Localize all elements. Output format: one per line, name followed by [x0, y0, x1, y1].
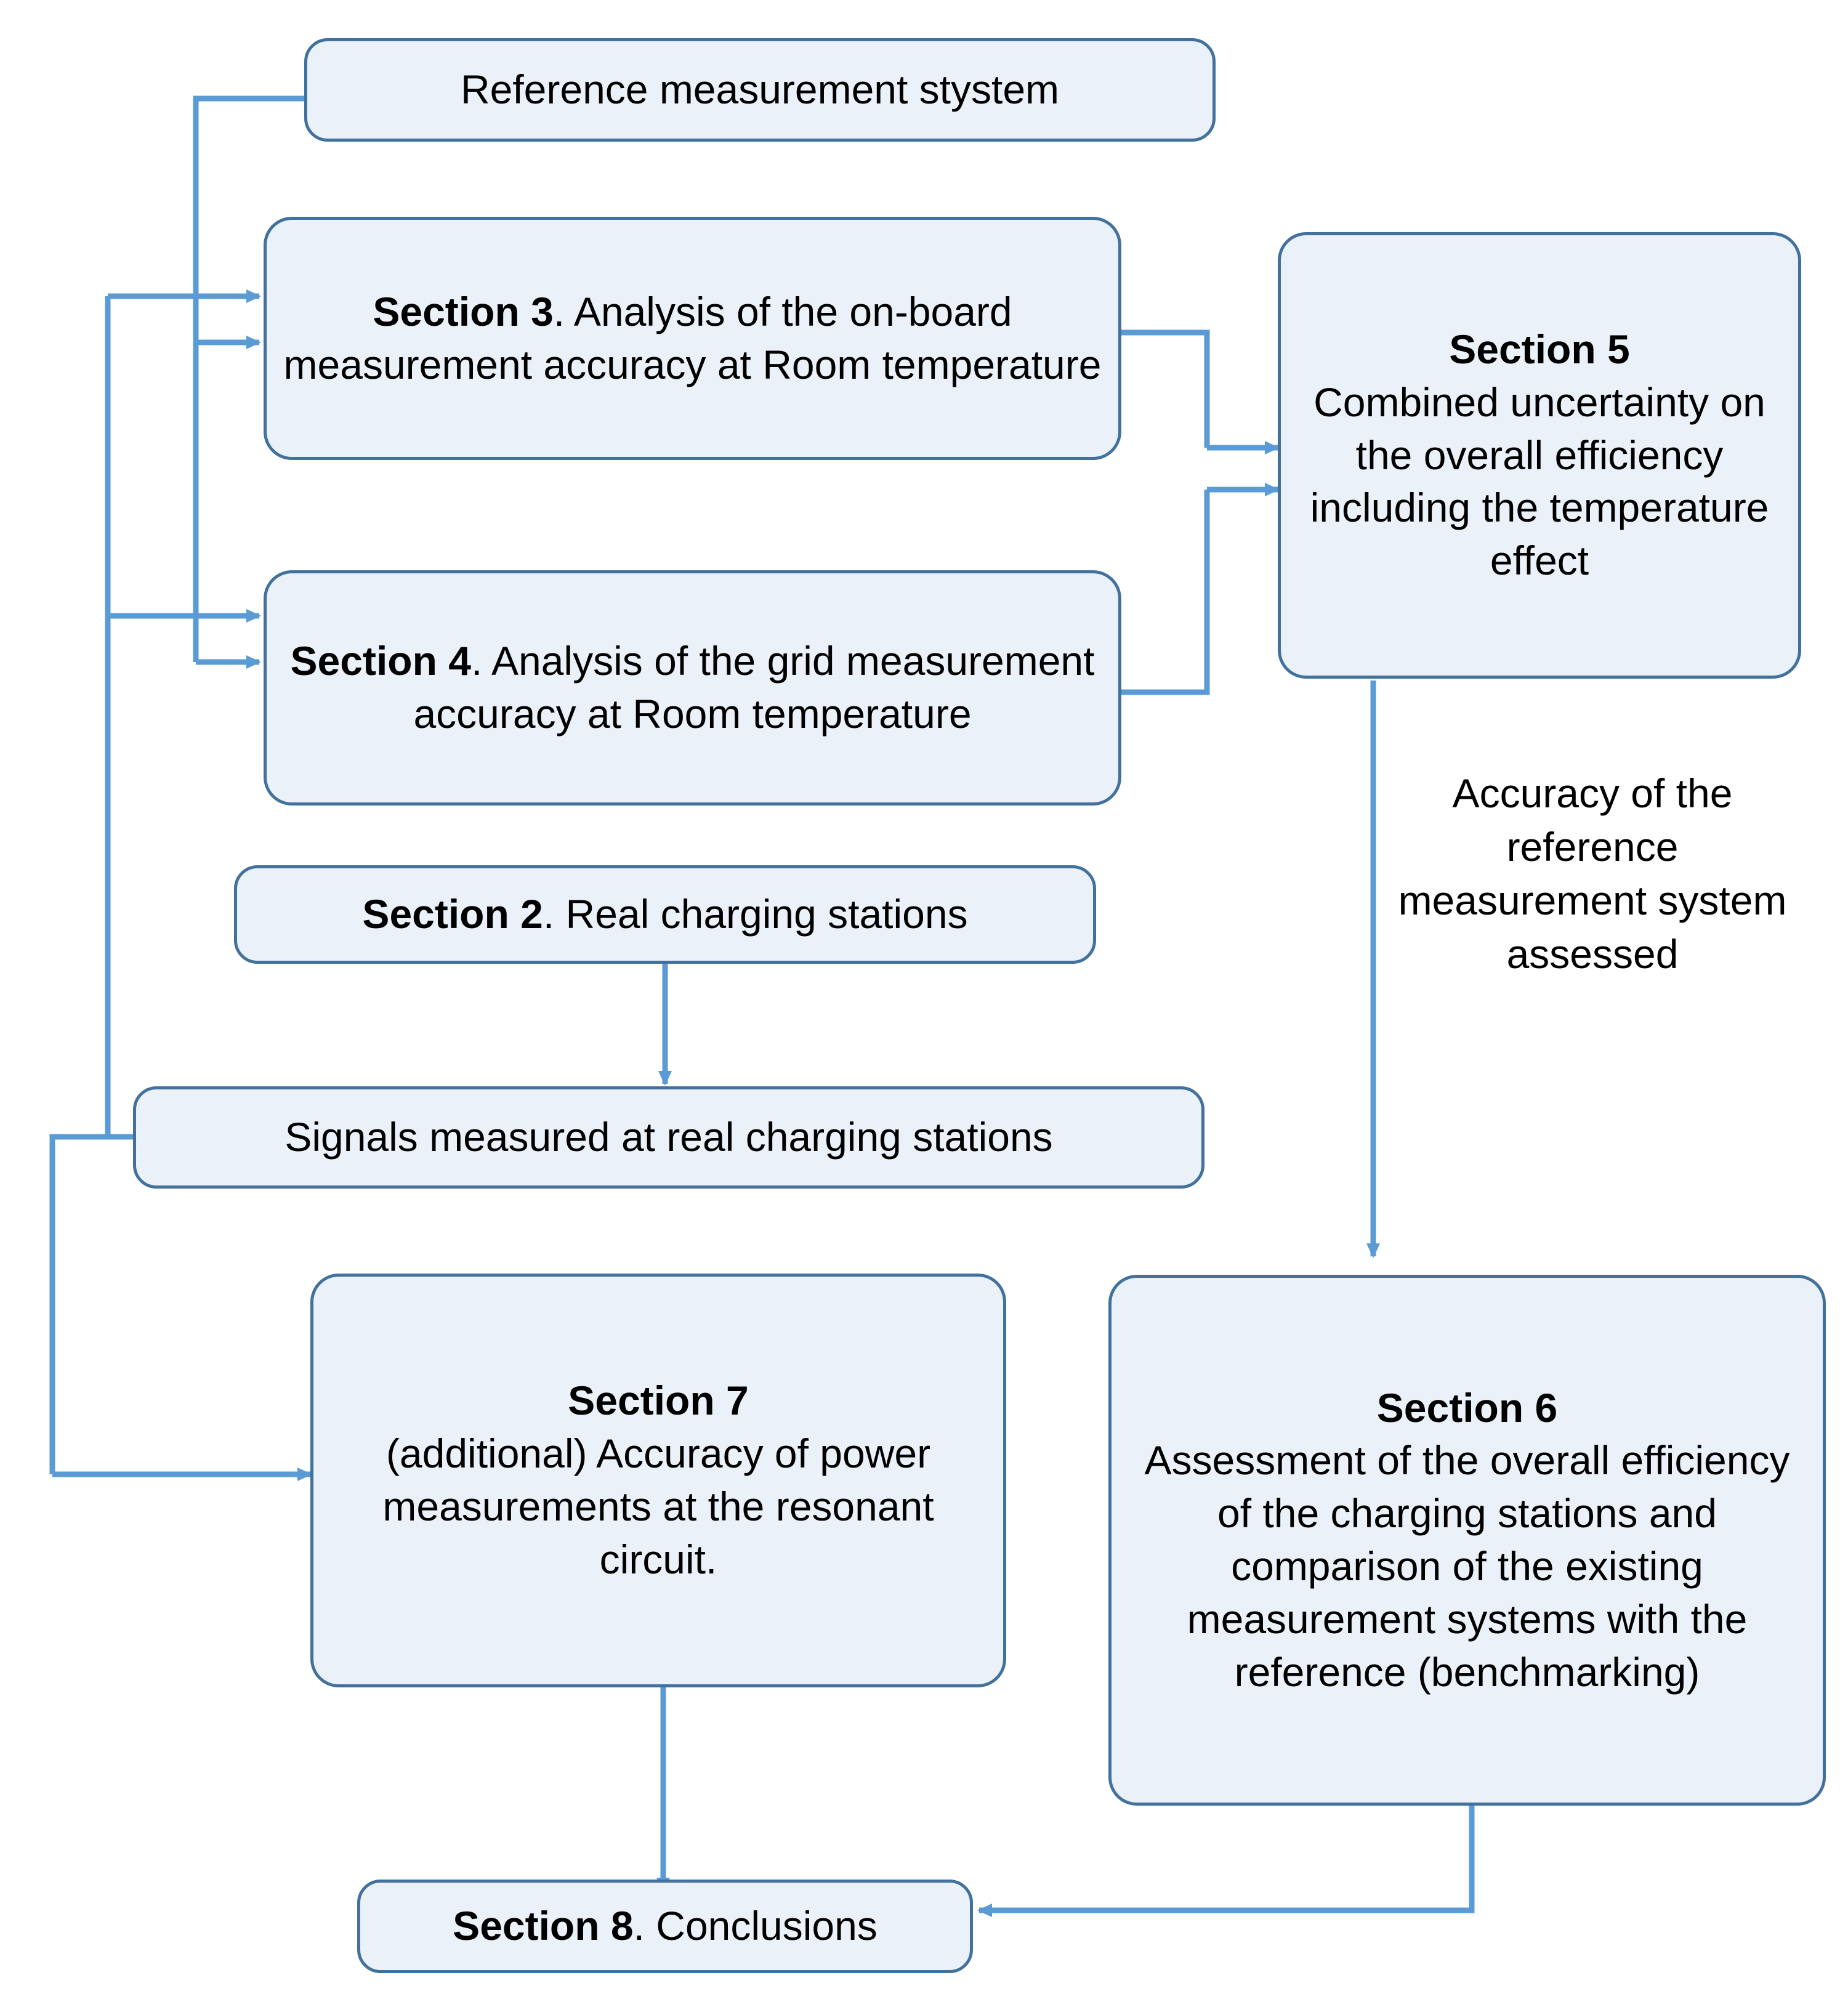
- node-section-5[interactable]: Section 5 Combined uncertainty on the ove…: [1278, 232, 1801, 679]
- node-section-2-label: Section 2. Real charging stations: [253, 888, 1077, 941]
- node-section-5-label: Section 5 Combined uncertainty on the ove…: [1297, 323, 1782, 588]
- node-section-3-rest: . Analysis of the on-board measurement a…: [283, 288, 1102, 387]
- edge-section6-to-section8: [977, 1804, 1475, 1917]
- node-section-7[interactable]: Section 7 (additional) Accuracy of power …: [310, 1274, 1006, 1687]
- node-section-5-bold: Section 5: [1449, 326, 1630, 372]
- node-section-2[interactable]: Section 2. Real charging stations: [234, 865, 1096, 964]
- node-section-3-label: Section 3. Analysis of the on-board meas…: [283, 286, 1102, 392]
- node-section-6-label: Section 6 Assessment of the overall effic…: [1128, 1382, 1807, 1699]
- node-section-4-rest: . Analysis of the grid measurement accur…: [413, 638, 1095, 737]
- node-section-5-rest: Combined uncertainty on the overall effi…: [1310, 379, 1769, 584]
- node-section-3-bold: Section 3: [373, 288, 554, 334]
- node-section-6-bold: Section 6: [1376, 1384, 1558, 1431]
- node-section-2-bold: Section 2: [362, 891, 543, 937]
- edge-section4-to-section5: [1121, 483, 1280, 695]
- node-section-3[interactable]: Section 3. Analysis of the on-board meas…: [264, 217, 1121, 460]
- node-section-7-rest: (additional) Accuracy of power measureme…: [382, 1431, 934, 1582]
- node-section-8[interactable]: Section 8. Conclusions: [357, 1880, 973, 1973]
- node-section-4[interactable]: Section 4. Analysis of the grid measurem…: [264, 570, 1121, 806]
- node-reference-measurement-system-label: Reference measurement stystem: [460, 67, 1060, 113]
- edge-label-reference-accuracy: Accuracy of the reference measurement sy…: [1389, 767, 1796, 981]
- node-signals-measured-label: Signals measured at real charging statio…: [284, 1114, 1053, 1160]
- node-section-6[interactable]: Section 6 Assessment of the overall effic…: [1108, 1275, 1826, 1806]
- node-section-7-label: Section 7 (additional) Accuracy of power …: [329, 1375, 987, 1586]
- edge-signals-to-section3: [105, 289, 261, 1140]
- node-section-4-label: Section 4. Analysis of the grid measurem…: [283, 635, 1102, 741]
- node-section-6-rest: Assessment of the overall efficiency of …: [1144, 1437, 1790, 1695]
- edge-reference-to-section4: [193, 342, 261, 669]
- node-section-4-bold: Section 4: [290, 638, 471, 684]
- edge-label-reference-accuracy-text: Accuracy of the reference measurement sy…: [1398, 770, 1787, 977]
- edge-section3-to-section5: [1121, 329, 1280, 454]
- node-section-2-rest: . Real charging stations: [543, 891, 968, 937]
- node-section-8-label: Section 8. Conclusions: [376, 1900, 954, 1953]
- node-section-8-rest: . Conclusions: [633, 1903, 878, 1949]
- node-signals-measured[interactable]: Signals measured at real charging statio…: [133, 1086, 1204, 1189]
- node-section-8-bold: Section 8: [453, 1903, 634, 1949]
- node-section-7-bold: Section 7: [568, 1378, 749, 1424]
- node-reference-measurement-system[interactable]: Reference measurement stystem: [304, 38, 1216, 142]
